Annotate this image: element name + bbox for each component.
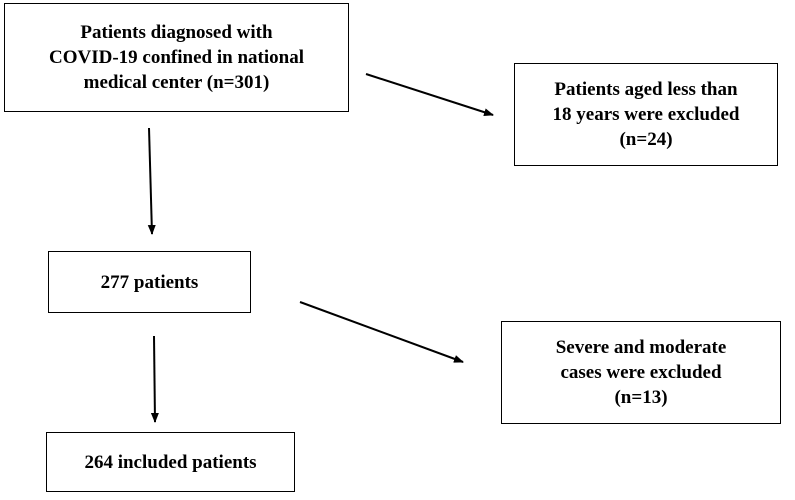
- source-population-box: Patients diagnosed with COVID-19 confine…: [4, 3, 349, 112]
- age-exclusion-box: Patients aged less than 18 years were ex…: [514, 63, 778, 166]
- remaining-patients-box: 277 patients: [48, 251, 251, 313]
- arrow-source-to-remaining: [147, 127, 156, 235]
- age-exclusion-line-3: (n=24): [619, 129, 673, 150]
- source-population-line-3: medical center (n=301): [83, 72, 270, 93]
- severity-exclusion-line-3: (n=13): [614, 387, 668, 408]
- severity-exclusion-box: Severe and moderate cases were excluded …: [501, 321, 781, 424]
- source-population-line-2: COVID-19 confined in national: [49, 47, 304, 68]
- arrow-remaining-to-severity-exclusion: [299, 301, 464, 363]
- arrow-source-to-age-exclusion: [365, 73, 494, 117]
- severity-exclusion-line-1: Severe and moderate: [555, 337, 727, 358]
- source-population-line-1: Patients diagnosed with: [80, 22, 273, 43]
- age-exclusion-line-1: Patients aged less than: [554, 79, 738, 100]
- included-patients-label: 264 included patients: [84, 451, 257, 473]
- arrow-remaining-to-included: [150, 335, 159, 423]
- age-exclusion-line-2: 18 years were excluded: [552, 104, 740, 125]
- remaining-patients-label: 277 patients: [100, 271, 199, 293]
- severity-exclusion-line-2: cases were excluded: [560, 362, 722, 383]
- included-patients-box: 264 included patients: [46, 432, 295, 492]
